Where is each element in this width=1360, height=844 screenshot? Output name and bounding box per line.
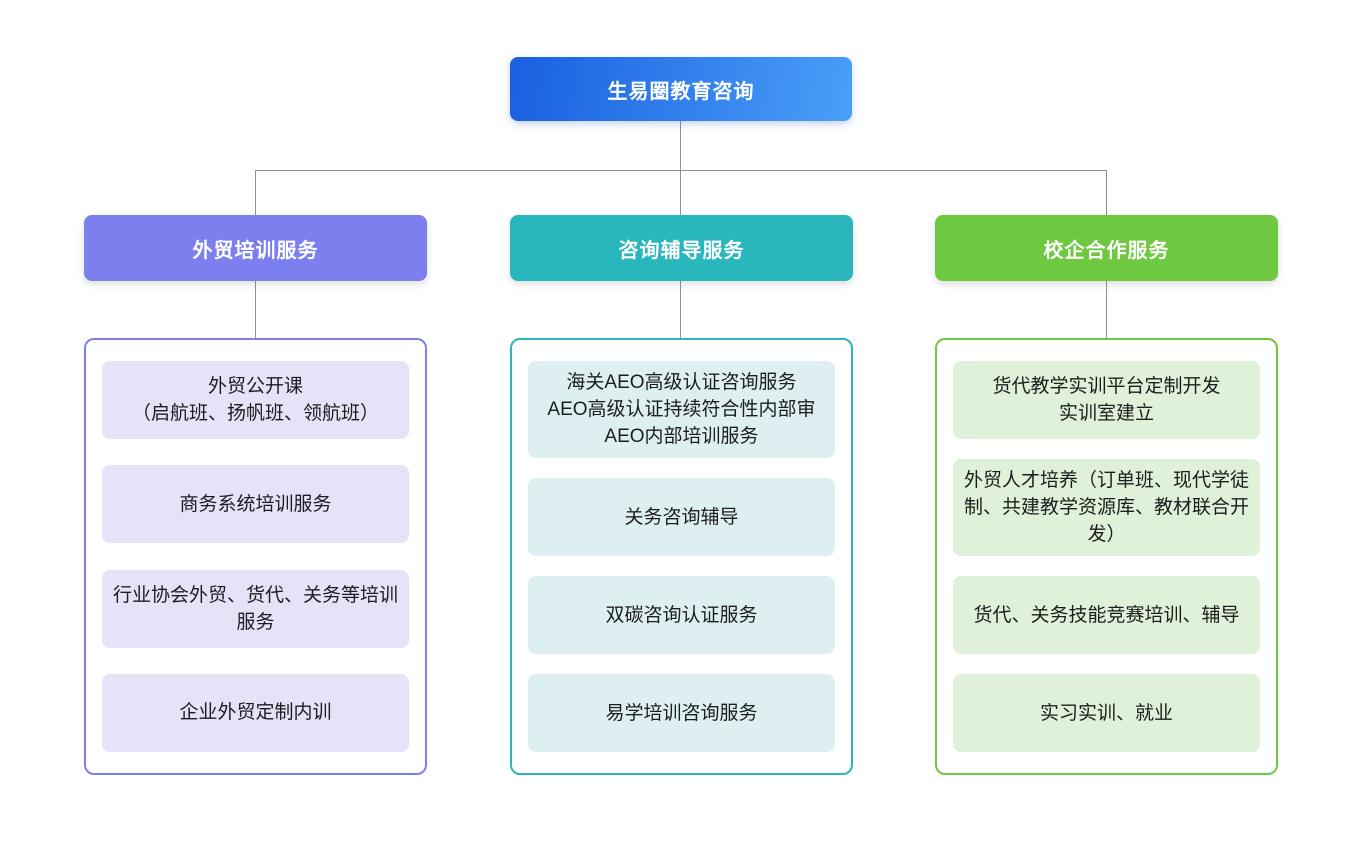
connector-line bbox=[1106, 281, 1107, 338]
branch-header-foreign-trade-training[interactable]: 外贸培训服务 bbox=[84, 215, 427, 281]
service-item[interactable]: 货代、关务技能竞赛培训、辅导 bbox=[953, 576, 1260, 654]
service-item[interactable]: 货代教学实训平台定制开发 实训室建立 bbox=[953, 361, 1260, 439]
service-item[interactable]: 企业外贸定制内训 bbox=[102, 673, 409, 752]
branch-panel-school-enterprise-cooperation: 货代教学实训平台定制开发 实训室建立 外贸人才培养（订单班、现代学徒制、共建教学… bbox=[935, 338, 1278, 775]
connector-line bbox=[255, 170, 1107, 171]
connector-line bbox=[680, 281, 681, 338]
connector-line bbox=[255, 170, 256, 215]
branch-header-label: 校企合作服务 bbox=[1043, 239, 1170, 262]
branch-header-label: 外贸培训服务 bbox=[192, 239, 319, 262]
service-item[interactable]: 关务咨询辅导 bbox=[528, 478, 835, 556]
service-item[interactable]: 双碳咨询认证服务 bbox=[528, 576, 835, 654]
branch-header-label: 咨询辅导服务 bbox=[618, 239, 745, 262]
service-item[interactable]: 外贸人才培养（订单班、现代学徒制、共建教学资源库、教材联合开发） bbox=[953, 459, 1260, 556]
branch-header-school-enterprise-cooperation[interactable]: 校企合作服务 bbox=[935, 215, 1278, 281]
connector-line bbox=[680, 170, 681, 215]
service-item[interactable]: 海关AEO高级认证咨询服务 AEO高级认证持续符合性内部审 AEO内部培训服务 bbox=[528, 361, 835, 458]
connector-line bbox=[680, 121, 681, 170]
service-item[interactable]: 行业协会外贸、货代、关务等培训服务 bbox=[102, 569, 409, 648]
connector-line bbox=[1106, 170, 1107, 215]
branch-header-consulting-coaching[interactable]: 咨询辅导服务 bbox=[510, 215, 853, 281]
connector-line bbox=[255, 281, 256, 338]
root-node[interactable]: 生易圈教育咨询 bbox=[510, 57, 852, 121]
service-item[interactable]: 商务系统培训服务 bbox=[102, 465, 409, 544]
service-item[interactable]: 易学培训咨询服务 bbox=[528, 674, 835, 752]
branch-panel-foreign-trade-training: 外贸公开课 （启航班、扬帆班、领航班） 商务系统培训服务 行业协会外贸、货代、关… bbox=[84, 338, 427, 775]
branch-panel-consulting-coaching: 海关AEO高级认证咨询服务 AEO高级认证持续符合性内部审 AEO内部培训服务 … bbox=[510, 338, 853, 775]
service-item[interactable]: 实习实训、就业 bbox=[953, 674, 1260, 752]
service-item[interactable]: 外贸公开课 （启航班、扬帆班、领航班） bbox=[102, 361, 409, 439]
root-node-label: 生易圈教育咨询 bbox=[607, 80, 755, 103]
